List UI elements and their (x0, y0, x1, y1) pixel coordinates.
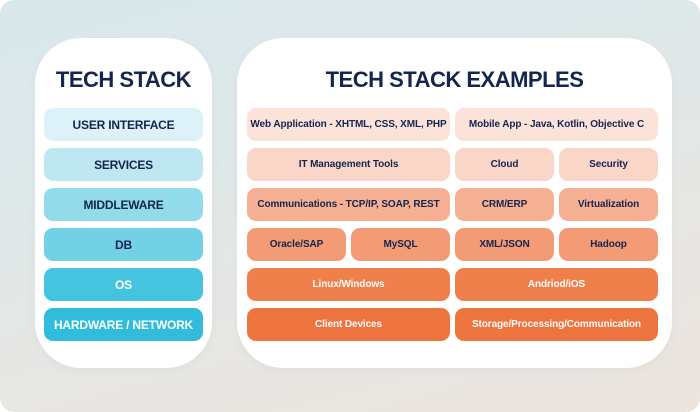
cell-web-application: Web Application - XHTML, CSS, XML, PHP (247, 108, 450, 141)
cell-it-management-tools: IT Management Tools (247, 148, 450, 181)
layer-services: SERVICES (44, 148, 203, 181)
layer-os: OS (44, 268, 203, 301)
cell-hadoop: Hadoop (559, 228, 658, 261)
tech-stack-card: TECH STACK USER INTERFACE SERVICES MIDDL… (35, 38, 212, 368)
examples-card: TECH STACK EXAMPLES Web Application - XH… (237, 38, 672, 368)
cell-crm-erp: CRM/ERP (455, 188, 554, 221)
layer-hardware-network: HARDWARE / NETWORK (44, 308, 203, 341)
tech-stack-title: TECH STACK (55, 67, 192, 92)
cell-storage-processing-communication: Storage/Processing/Communication (455, 308, 658, 341)
cell-linux-windows: Linux/Windows (247, 268, 450, 301)
cell-security: Security (559, 148, 658, 181)
layer-user-interface: USER INTERFACE (44, 108, 203, 141)
cell-communications: Communications - TCP/IP, SOAP, REST (247, 188, 450, 221)
cell-xml-json: XML/JSON (455, 228, 554, 261)
cell-mobile-app: Mobile App - Java, Kotlin, Objective C (455, 108, 658, 141)
cell-android-ios: Andriod/iOS (455, 268, 658, 301)
cell-virtualization: Virtualization (559, 188, 658, 221)
tech-stack-layers: USER INTERFACE SERVICES MIDDLEWARE DB OS… (35, 108, 212, 341)
cell-cloud: Cloud (455, 148, 554, 181)
cell-mysql: MySQL (351, 228, 450, 261)
examples-title: TECH STACK EXAMPLES (325, 67, 584, 92)
cell-client-devices: Client Devices (247, 308, 450, 341)
examples-grid: Web Application - XHTML, CSS, XML, PHP M… (237, 108, 672, 341)
cell-oracle-sap: Oracle/SAP (247, 228, 346, 261)
layer-db: DB (44, 228, 203, 261)
layer-middleware: MIDDLEWARE (44, 188, 203, 221)
